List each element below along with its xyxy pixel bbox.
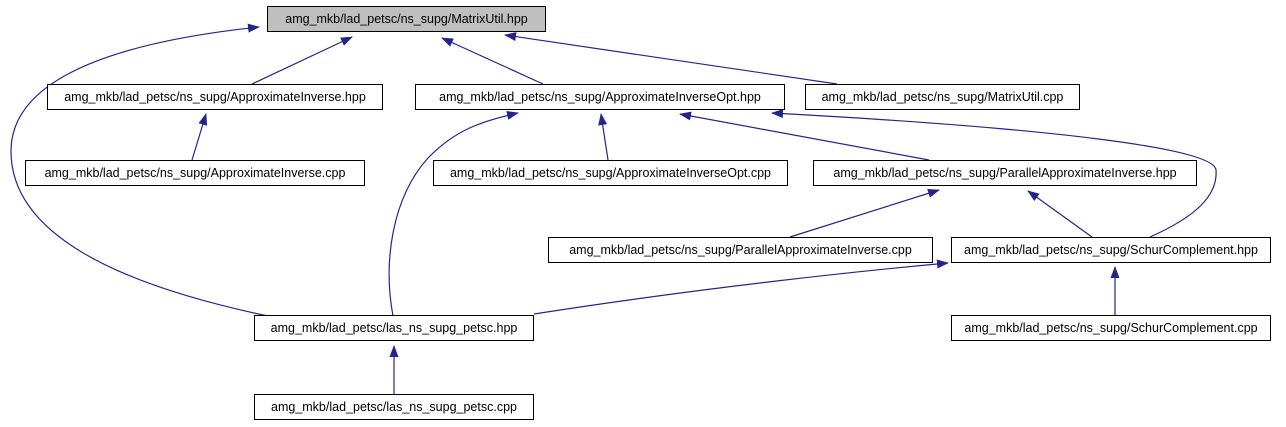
node-las-ns-supg-petsc-hpp[interactable]: amg_mkb/lad_petsc/las_ns_supg_petsc.hpp — [254, 315, 534, 341]
edge-schurcomplement-hpp-to-parallelapproximateinverse-hpp — [1027, 190, 1093, 238]
node-schurcomplement-cpp[interactable]: amg_mkb/lad_petsc/ns_supg/SchurComplemen… — [951, 315, 1271, 341]
edge-las-ns-supg-petsc-hpp-to-matrixutil-hpp — [10, 23, 269, 317]
edge-approximateinverse-hpp-to-matrixutil-hpp — [251, 36, 353, 85]
edge-parallelapproximateinverse-cpp-to-parallelapproximateinverse-hpp — [789, 189, 940, 238]
node-approximateinverseopt-hpp[interactable]: amg_mkb/lad_petsc/ns_supg/ApproximateInv… — [415, 84, 785, 110]
node-matrixutil-cpp[interactable]: amg_mkb/lad_petsc/ns_supg/MatrixUtil.cpp — [805, 84, 1080, 110]
node-las-ns-supg-petsc-cpp[interactable]: amg_mkb/lad_petsc/las_ns_supg_petsc.cpp — [254, 394, 534, 420]
edge-schurcomplement-hpp-to-approximateinverseopt-hpp — [771, 109, 1217, 238]
node-parallelapproximateinverse-hpp[interactable]: amg_mkb/lad_petsc/ns_supg/ParallelApprox… — [813, 160, 1197, 186]
edge-approximateinverseopt-cpp-to-approximateinverseopt-hpp — [598, 113, 609, 161]
edge-approximateinverseopt-hpp-to-matrixutil-hpp — [441, 37, 544, 85]
node-parallelapproximateinverse-cpp[interactable]: amg_mkb/lad_petsc/ns_supg/ParallelApprox… — [548, 237, 933, 263]
node-approximateinverseopt-cpp[interactable]: amg_mkb/lad_petsc/ns_supg/ApproximateInv… — [433, 160, 788, 186]
edge-approximateinverse-cpp-to-approximateinverse-hpp — [191, 113, 208, 161]
edge-parallelapproximateinverse-hpp-to-approximateinverseopt-hpp — [679, 111, 930, 161]
edge-las-ns-supg-petsc-hpp-to-schurcomplement-hpp — [533, 259, 949, 315]
node-approximateinverse-cpp[interactable]: amg_mkb/lad_petsc/ns_supg/ApproximateInv… — [25, 160, 365, 186]
node-approximateinverse-hpp[interactable]: amg_mkb/lad_petsc/ns_supg/ApproximateInv… — [47, 84, 383, 110]
edge-las-ns-supg-petsc-hpp-to-approximateinverseopt-hpp — [388, 110, 519, 317]
node-schurcomplement-hpp[interactable]: amg_mkb/lad_petsc/ns_supg/SchurComplemen… — [951, 237, 1271, 263]
edge-matrixutil-cpp-to-matrixutil-hpp — [504, 32, 838, 85]
node-matrixutil-hpp[interactable]: amg_mkb/lad_petsc/ns_supg/MatrixUtil.hpp — [267, 6, 546, 32]
